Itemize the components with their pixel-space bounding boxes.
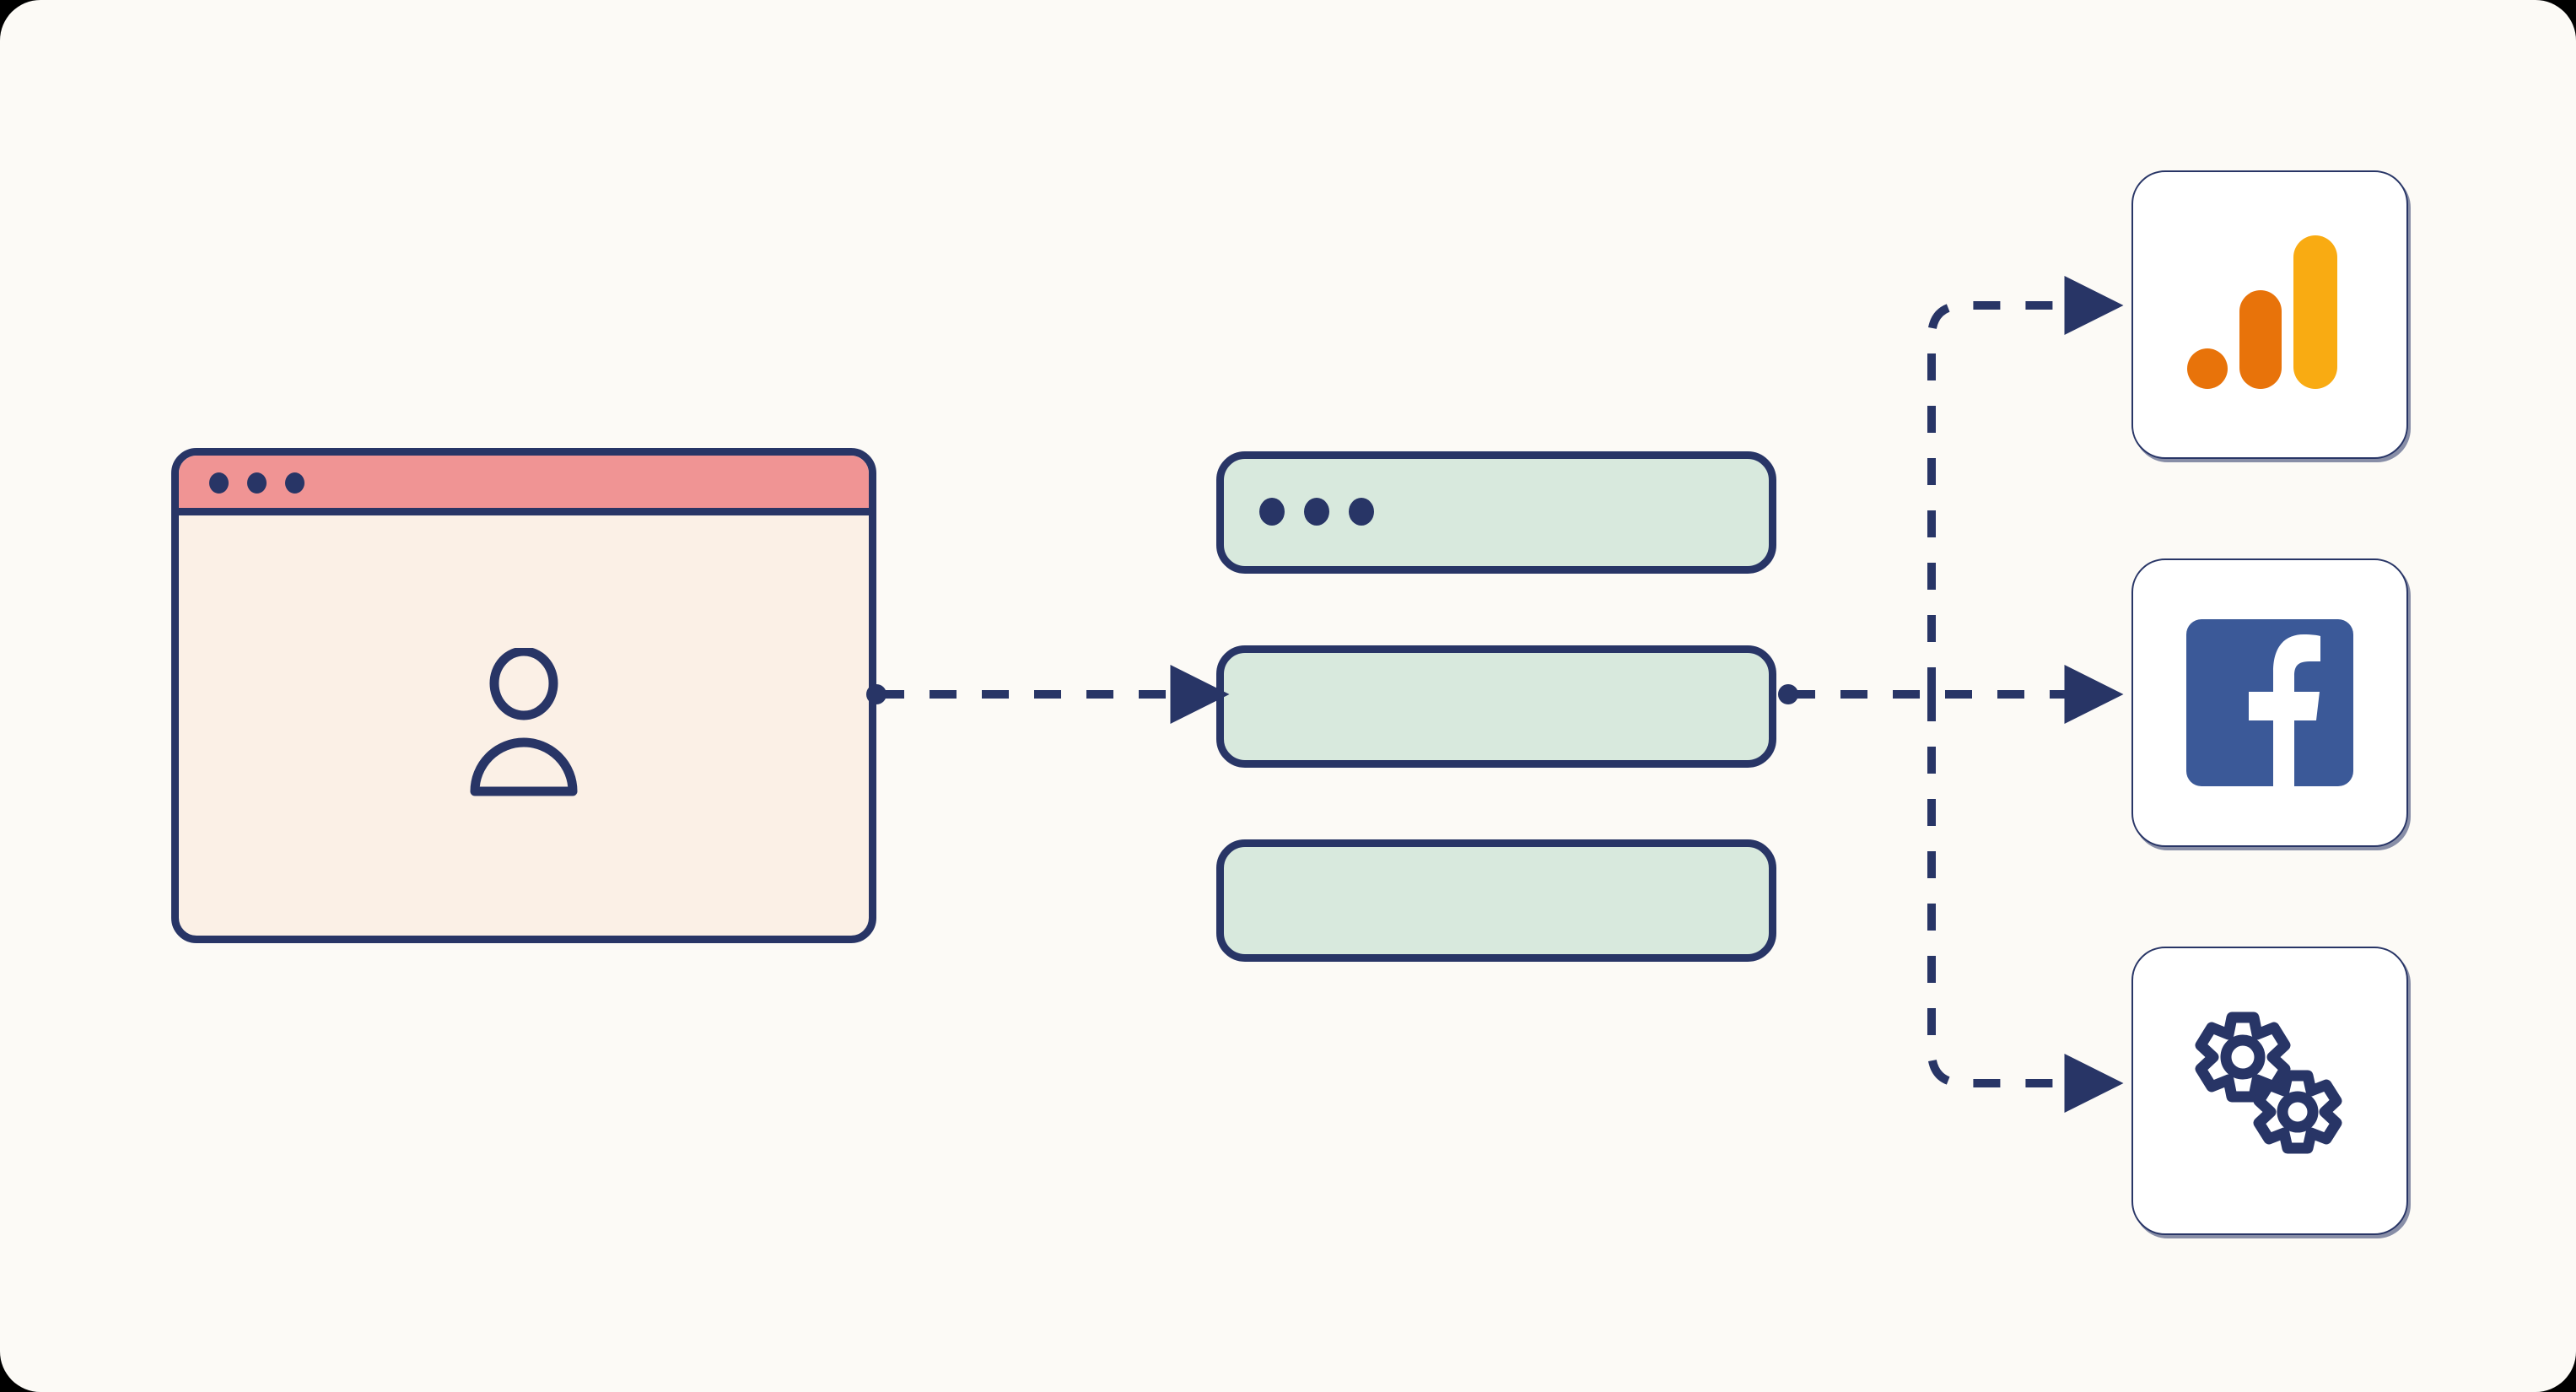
analytics-bar-medium — [2239, 290, 2282, 389]
server-bar-2 — [1216, 645, 1776, 768]
server-status-dots — [1259, 498, 1374, 526]
settings-card[interactable] — [2131, 947, 2408, 1235]
connector-server-to-analytics — [1927, 276, 2124, 694]
browser-titlebar — [179, 456, 869, 515]
analytics-bar-small — [2187, 348, 2228, 389]
google-analytics-card[interactable] — [2131, 170, 2408, 459]
gears-icon — [2181, 1006, 2358, 1175]
user-icon — [461, 646, 586, 798]
facebook-card[interactable] — [2131, 558, 2408, 847]
server-status-dot-2 — [1304, 498, 1329, 526]
traffic-light-dot-3 — [285, 472, 304, 494]
browser-viewport — [179, 515, 869, 936]
server-bar-3 — [1216, 839, 1776, 962]
connector-server-to-settings — [1927, 694, 2124, 1113]
traffic-light-dot-1 — [209, 472, 229, 494]
browser-traffic-lights — [209, 472, 304, 494]
connector-dot-browser — [866, 684, 887, 704]
server-status-dot-3 — [1349, 498, 1374, 526]
facebook-icon — [2186, 619, 2353, 786]
traffic-light-dot-2 — [247, 472, 267, 494]
server-bar-1 — [1216, 451, 1776, 574]
server-stack — [1216, 451, 1776, 962]
connector-dot-server — [1778, 684, 1798, 704]
browser-window — [171, 448, 876, 943]
analytics-bar-tall — [2293, 235, 2337, 389]
google-analytics-icon — [2185, 230, 2354, 399]
server-status-dot-1 — [1259, 498, 1285, 526]
